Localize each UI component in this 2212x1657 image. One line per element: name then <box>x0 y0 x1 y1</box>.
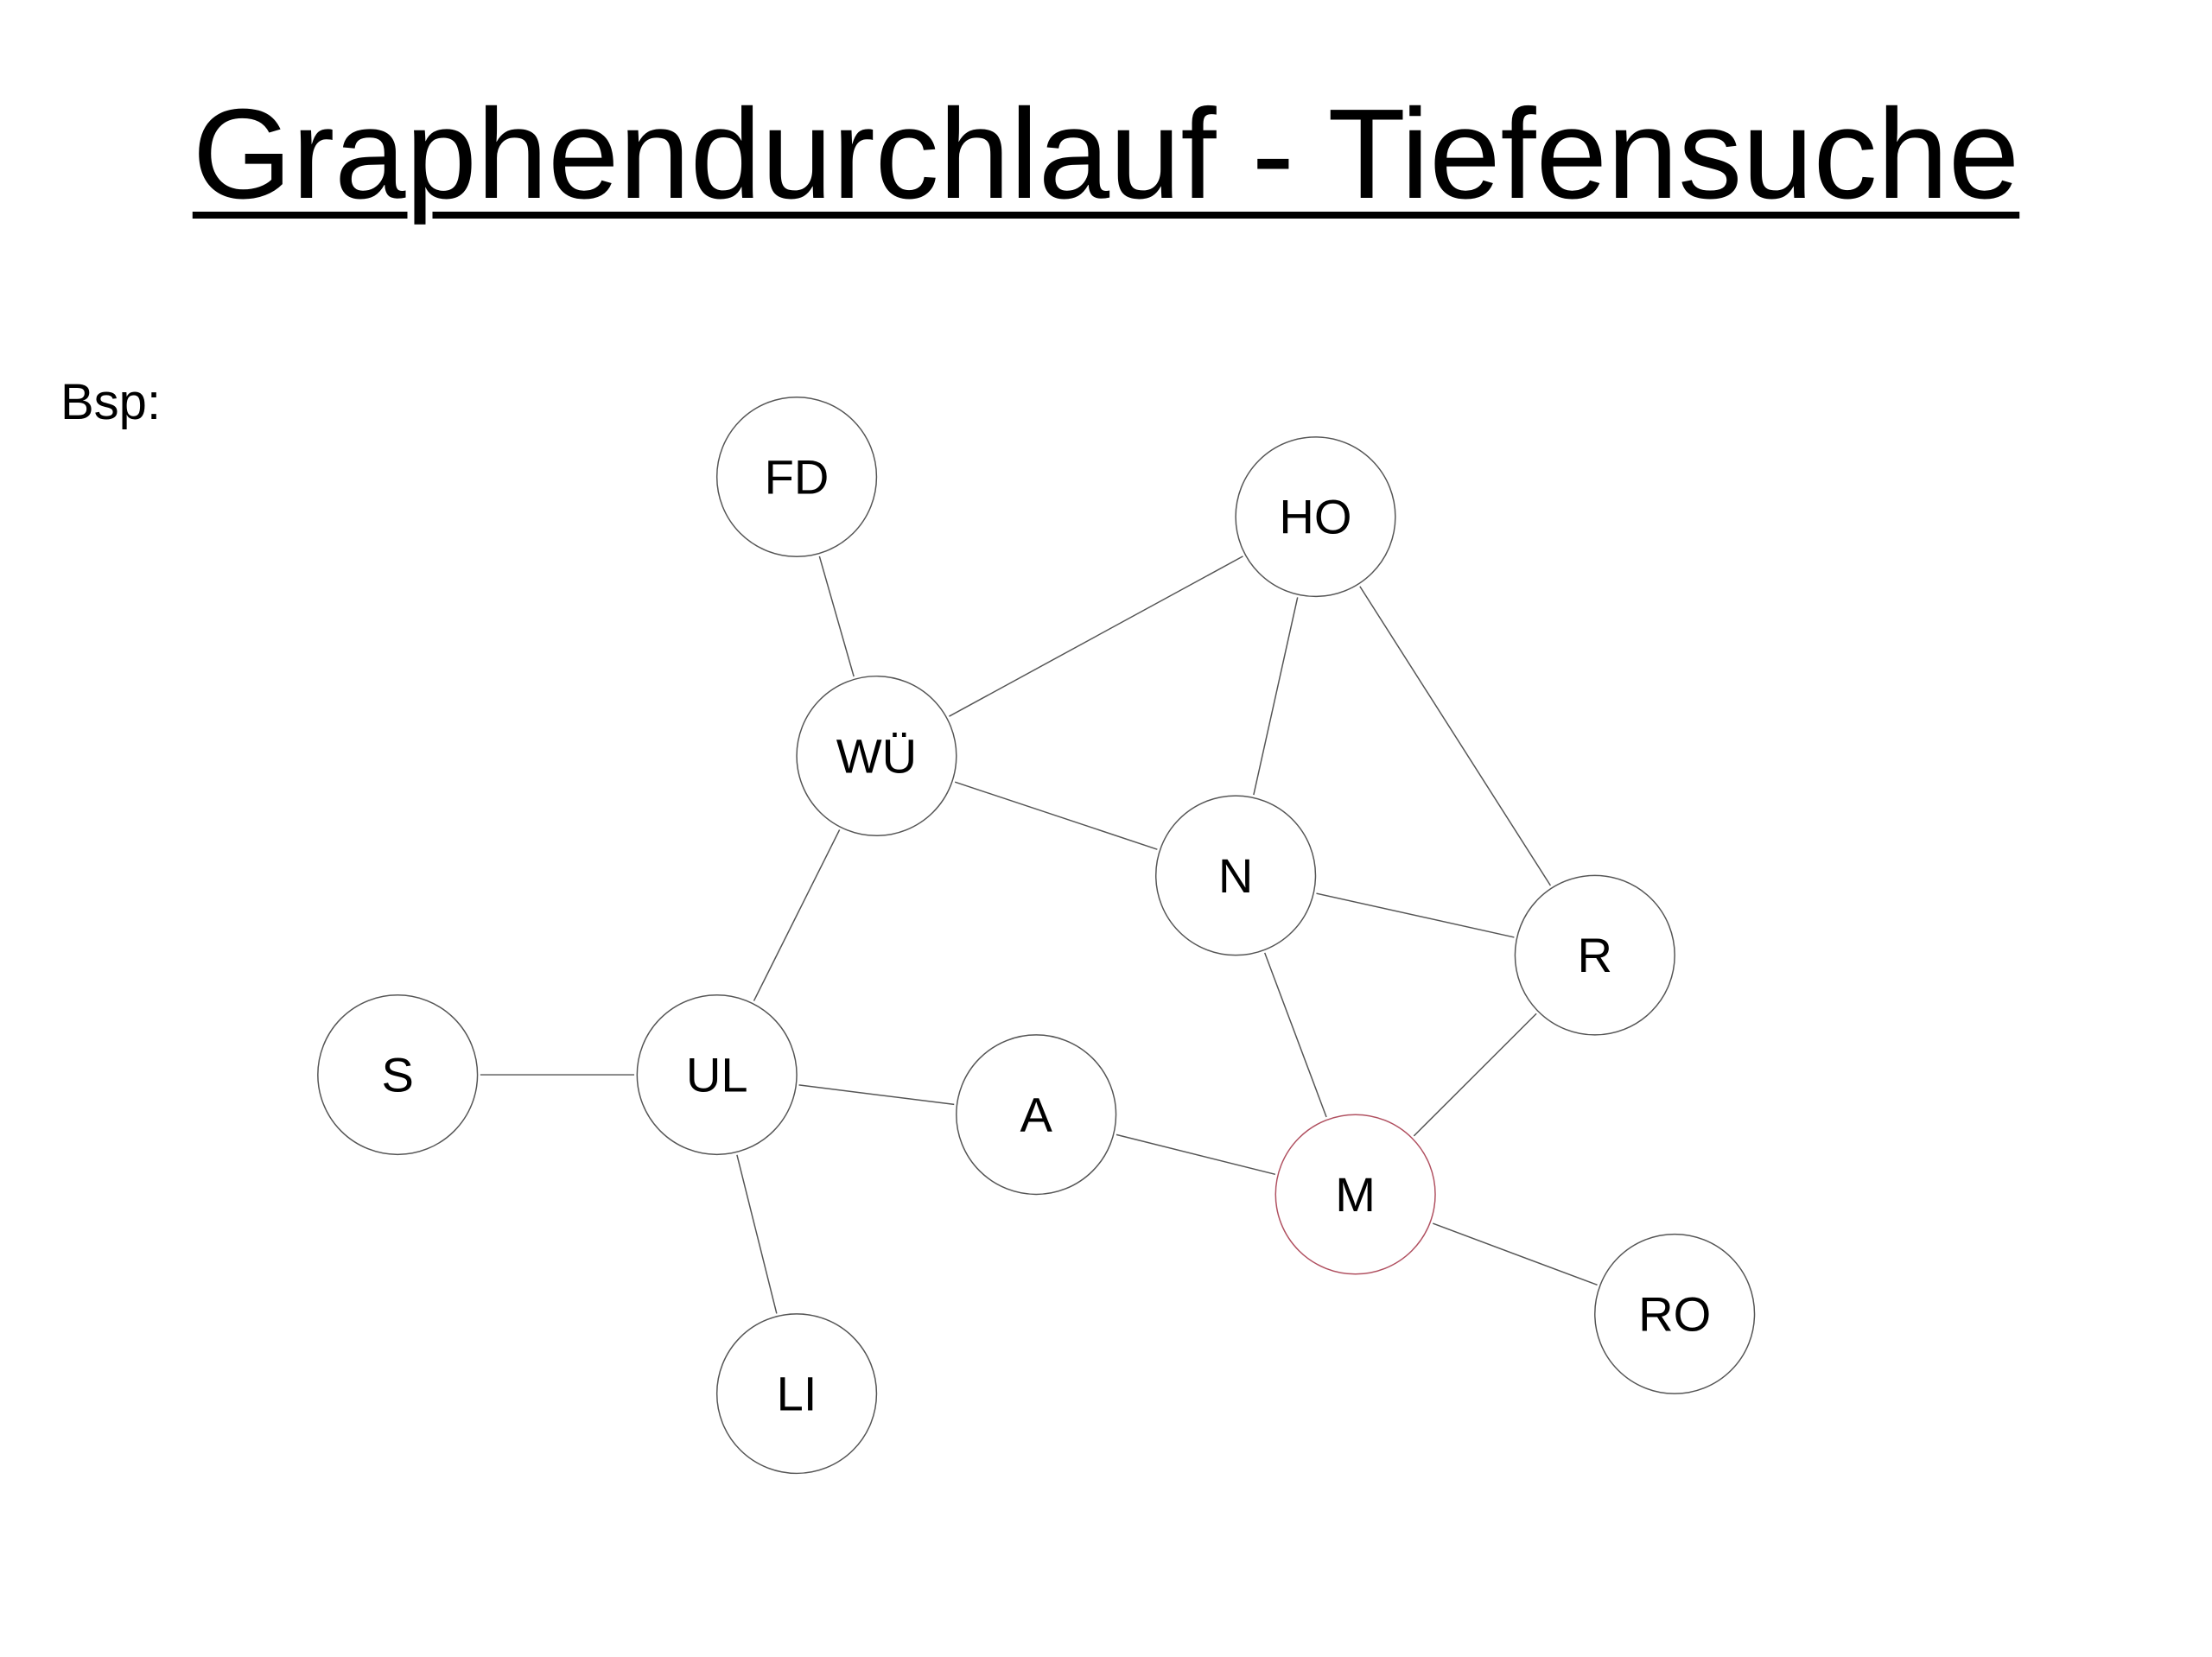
page-title: Graphendurchlauf - Tiefensuche <box>0 91 2212 219</box>
node-circle <box>1154 795 1317 956</box>
node-circle <box>1594 1233 1756 1394</box>
node-circle <box>715 1313 878 1475</box>
nodes: FD HO WÜ N R S UL A M RO LI <box>317 396 1756 1475</box>
edge-R-M <box>1413 1013 1537 1137</box>
node-circle <box>636 994 798 1156</box>
edge-N-R <box>1316 892 1515 938</box>
page-title-text: Graphendurchlauf - Tiefensuche <box>192 83 2020 225</box>
node-label: N <box>1218 848 1254 903</box>
node-circle <box>1235 436 1396 598</box>
edge-HO-R <box>1359 586 1552 886</box>
node-R: R <box>1514 874 1675 1036</box>
edge-N-M <box>1264 952 1327 1118</box>
node-label: A <box>1020 1088 1052 1142</box>
node-label: M <box>1335 1167 1376 1222</box>
node-RO: RO <box>1594 1233 1756 1394</box>
edge-FD-WÜ <box>818 556 855 677</box>
node-circle <box>715 396 878 558</box>
edge-UL-A <box>798 1084 955 1106</box>
node-circle <box>317 994 479 1156</box>
edge-A-M <box>1116 1133 1276 1176</box>
edges <box>480 556 1598 1314</box>
node-circle <box>1274 1114 1436 1275</box>
example-label: Bsp: <box>60 374 162 430</box>
node-label: HO <box>1279 490 1351 544</box>
node-HO: HO <box>1235 436 1396 598</box>
node-FD: FD <box>715 396 878 558</box>
node-circle <box>1514 874 1675 1036</box>
node-N: N <box>1154 795 1317 956</box>
edge-WÜ-UL <box>753 829 841 1001</box>
edge-UL-LI <box>736 1154 778 1314</box>
node-label: S <box>382 1048 414 1102</box>
node-LI: LI <box>715 1313 878 1475</box>
node-UL: UL <box>636 994 798 1156</box>
node-circle <box>956 1034 1117 1196</box>
node-label: LI <box>777 1367 817 1421</box>
node-WÜ: WÜ <box>796 675 957 836</box>
node-label: UL <box>686 1048 748 1102</box>
node-circle <box>796 675 957 836</box>
node-label: FD <box>765 450 830 505</box>
node-label: R <box>1578 928 1613 982</box>
node-S: S <box>317 994 479 1156</box>
edge-HO-N <box>1253 597 1299 796</box>
node-A: A <box>956 1034 1117 1196</box>
edge-WÜ-N <box>954 781 1158 850</box>
node-label: RO <box>1638 1286 1711 1341</box>
edge-M-RO <box>1432 1222 1598 1286</box>
node-M: M <box>1274 1114 1436 1275</box>
edge-WÜ-HO <box>949 556 1243 717</box>
node-label: WÜ <box>836 728 917 783</box>
